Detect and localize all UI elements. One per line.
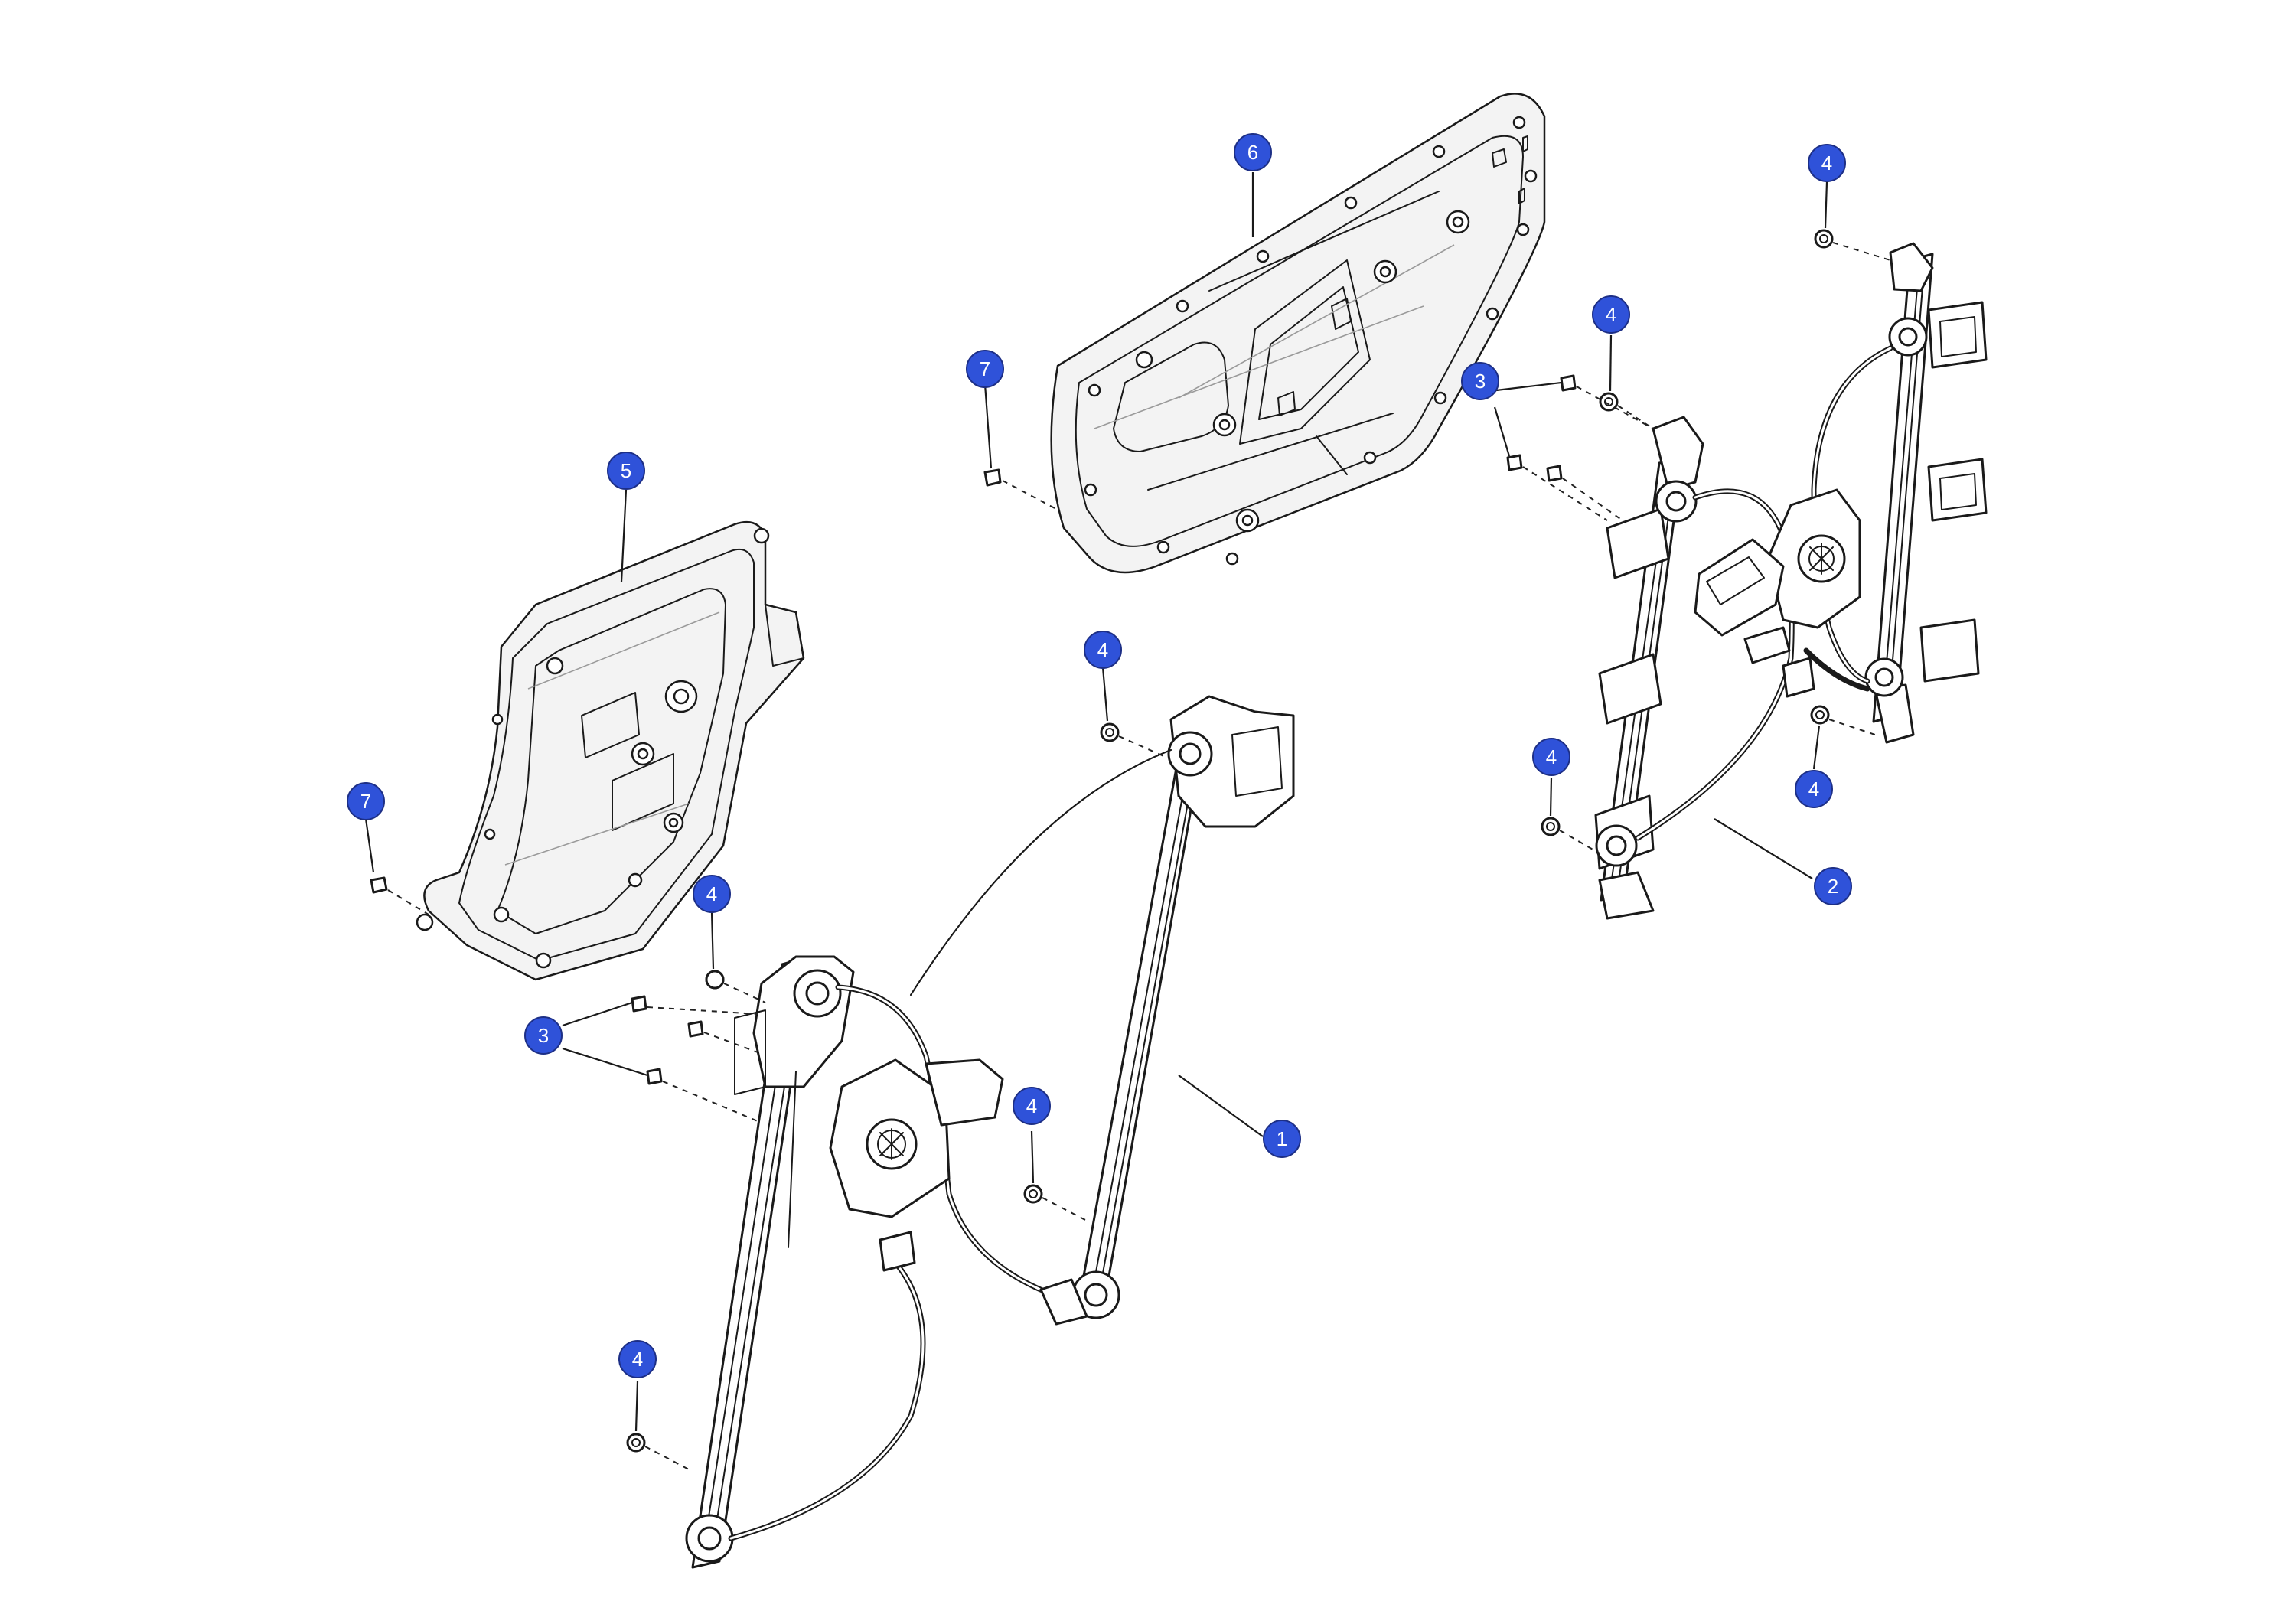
callout-3: 3 <box>1461 362 1499 400</box>
callout-6: 6 <box>1234 133 1272 171</box>
callout-7: 7 <box>966 350 1004 388</box>
callout-1: 1 <box>1263 1120 1301 1158</box>
svg-text:1: 1 <box>1277 1127 1287 1150</box>
callout-7: 7 <box>347 782 385 820</box>
svg-text:4: 4 <box>1606 303 1616 326</box>
rear-window-regulator-part-2 <box>1594 242 1988 920</box>
callout-4: 4 <box>1795 770 1833 808</box>
svg-text:3: 3 <box>538 1024 549 1047</box>
svg-text:4: 4 <box>1821 152 1832 174</box>
front-window-regulator-part-1 <box>685 695 1295 1569</box>
svg-text:4: 4 <box>1026 1094 1037 1117</box>
callout-4: 4 <box>1808 144 1846 182</box>
callout-4: 4 <box>1592 295 1630 334</box>
door-inner-panel-part-6 <box>1050 93 1546 574</box>
svg-text:7: 7 <box>360 790 371 813</box>
callout-4: 4 <box>1084 631 1122 669</box>
svg-text:2: 2 <box>1828 875 1838 898</box>
svg-text:6: 6 <box>1247 141 1258 164</box>
callout-4: 4 <box>1532 738 1570 776</box>
svg-text:4: 4 <box>632 1348 643 1371</box>
svg-text:4: 4 <box>1097 638 1108 661</box>
svg-text:7: 7 <box>980 357 990 380</box>
svg-text:5: 5 <box>621 459 631 482</box>
callout-4: 4 <box>618 1340 657 1378</box>
callout-3: 3 <box>524 1016 563 1055</box>
rear-module-panel-part-5 <box>416 520 805 981</box>
svg-text:4: 4 <box>706 882 717 905</box>
callout-4: 4 <box>1013 1087 1051 1125</box>
callout-2: 2 <box>1814 867 1852 905</box>
svg-text:4: 4 <box>1808 778 1819 801</box>
fasteners <box>370 229 1891 1470</box>
callout-5: 5 <box>607 452 645 490</box>
callout-4: 4 <box>693 875 731 913</box>
svg-text:3: 3 <box>1475 370 1486 393</box>
leader-lines <box>364 172 1828 1432</box>
svg-text:4: 4 <box>1546 745 1557 768</box>
